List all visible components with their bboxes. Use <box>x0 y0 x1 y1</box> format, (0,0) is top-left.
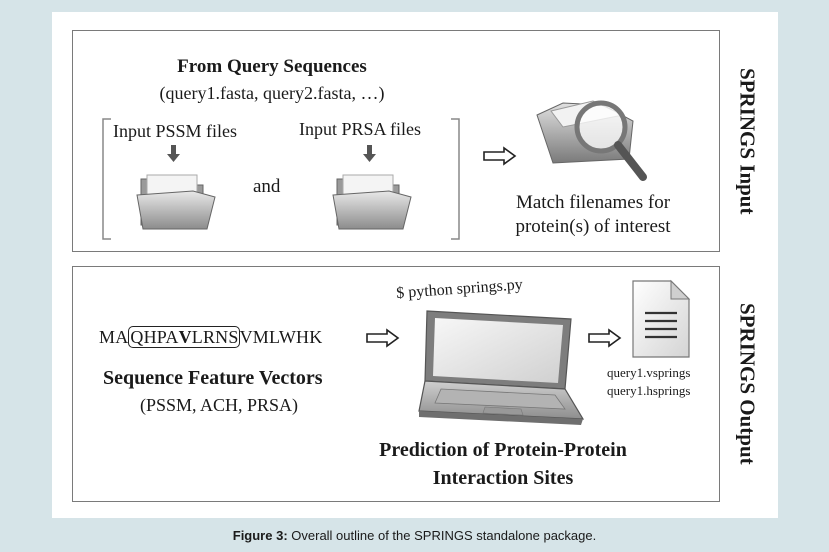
match-line1: Match filenames for <box>515 192 671 213</box>
prediction-line2: Interaction Sites <box>432 467 574 489</box>
output-file-1: query1.vsprings <box>607 365 691 380</box>
sequence-suffix: VMLWHK <box>239 327 323 347</box>
figure-area: From Query Sequences (query1.fasta, quer… <box>52 12 778 518</box>
feature-subtitle: (PSSM, ACH, PRSA) <box>139 395 299 415</box>
arrow-right-icon <box>366 328 400 348</box>
arrow-down-icon <box>363 145 376 162</box>
prsa-label: Input PRSA files <box>299 119 422 139</box>
window-before: QHPA <box>130 327 179 347</box>
sequence-prefix: MA <box>99 327 129 347</box>
output-file-2: query1.hsprings <box>607 383 691 398</box>
folder-icon <box>136 174 216 230</box>
input-title: From Query Sequences <box>177 56 367 77</box>
sequence-window: QHPAVLRNS <box>128 326 240 348</box>
window-center: V <box>178 327 192 347</box>
document-icon <box>632 279 691 358</box>
laptop-icon <box>418 310 585 425</box>
pssm-label: Input PSSM files <box>113 121 238 141</box>
side-label-input: SPRINGS Input <box>735 67 760 215</box>
figure-caption: Figure 3: Overall outline of the SPRINGS… <box>0 528 829 543</box>
arrow-down-icon <box>167 145 180 162</box>
input-panel: From Query Sequences (query1.fasta, quer… <box>72 30 720 252</box>
input-bracket <box>102 118 460 240</box>
caption-text: Overall outline of the SPRINGS standalon… <box>287 528 597 543</box>
caption-label: Figure 3: <box>232 528 288 543</box>
arrow-right-icon <box>588 328 622 348</box>
feature-title: Sequence Feature Vectors <box>103 367 323 389</box>
arrow-right-icon <box>483 146 517 166</box>
window-after: LRNS <box>191 327 239 347</box>
and-label: and <box>253 176 281 197</box>
side-label-output: SPRINGS Output <box>735 303 760 465</box>
folder-icon <box>332 174 412 230</box>
input-subtitle: (query1.fasta, query2.fasta, …) <box>159 83 385 103</box>
prediction-line1: Prediction of Protein-Protein <box>379 439 627 461</box>
command-text: $ python springs.py <box>395 276 524 303</box>
magnifier-folder-icon <box>536 100 647 181</box>
match-line2: protein(s) of interest <box>515 216 671 237</box>
